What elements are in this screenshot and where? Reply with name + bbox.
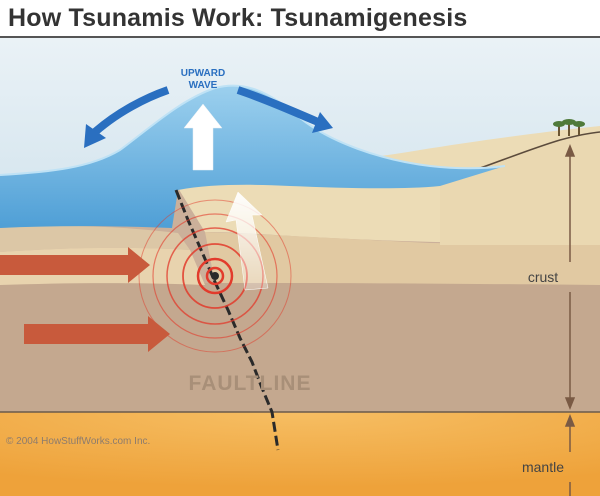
crust-dimension-marker xyxy=(564,143,576,411)
uplift-arrow xyxy=(225,191,269,291)
upward-wave-label-line2: WAVE xyxy=(189,80,218,91)
wave-arrow-left-head xyxy=(84,124,106,148)
fault-line xyxy=(174,189,280,451)
mantle-label: mantle xyxy=(522,459,564,475)
upward-wave-label-line1: UPWARD xyxy=(181,68,225,79)
fault-line-label: FAULTLINE xyxy=(189,372,312,395)
left-plate-sediment xyxy=(0,225,190,252)
mantle-layer xyxy=(0,412,600,496)
right-plate-sediment-2 xyxy=(205,232,600,285)
plate-arrow-bottom xyxy=(24,316,170,352)
land-surface xyxy=(440,132,600,245)
ocean xyxy=(0,85,505,228)
ocean-surface-highlight xyxy=(0,84,506,176)
title-divider xyxy=(0,36,600,38)
mantle-dimension-marker xyxy=(564,413,576,496)
epicenter-dot xyxy=(211,272,219,280)
water-up-arrow xyxy=(183,103,223,171)
wave-arrow-right-head xyxy=(312,112,333,133)
wave-arrow-left xyxy=(92,86,170,136)
palm-trees-icon xyxy=(553,119,585,136)
crust-label: crust xyxy=(528,269,558,285)
copyright-notice: © 2004 HowStuffWorks.com Inc. xyxy=(6,436,150,447)
crust-lower-band xyxy=(0,283,600,415)
wave-arrow-right xyxy=(236,86,320,126)
plate-arrow-top xyxy=(0,247,150,283)
shockwave-rings xyxy=(138,199,292,353)
page-title: How Tsunamis Work: Tsunamigenesis xyxy=(8,4,468,32)
